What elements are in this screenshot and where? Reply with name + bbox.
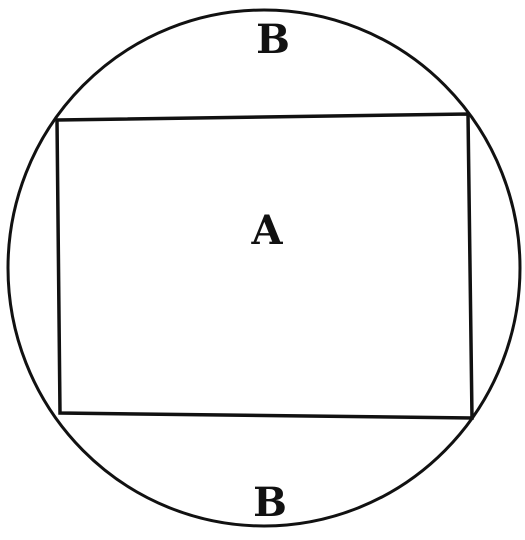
rectangle-label: A (251, 207, 283, 254)
segment-label-top: B (256, 16, 290, 63)
outer-circle (6, 8, 522, 528)
inscribed-rectangle (55, 112, 474, 420)
segment-label-bottom: B (253, 479, 287, 526)
